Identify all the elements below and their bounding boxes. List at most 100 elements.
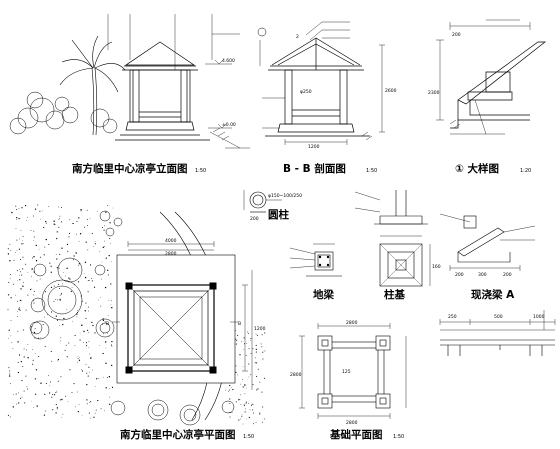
ground-cover-dot — [56, 407, 58, 409]
ground-cover-dot — [102, 333, 104, 335]
ground-cover-dot — [69, 369, 71, 371]
ground-cover-dot — [104, 240, 106, 242]
ground-cover-dot — [245, 418, 247, 420]
ground-cover-dot — [10, 297, 12, 299]
ground-cover-dot — [25, 263, 27, 265]
ground-cover-dot — [87, 218, 88, 220]
ground-cover-dot — [107, 269, 109, 271]
ground-cover-dot — [99, 297, 101, 298]
ground-cover-dot — [262, 358, 264, 360]
ground-cover-dot — [56, 258, 58, 260]
column-base-side-dim: 160 — [432, 264, 441, 270]
ground-cover-dot — [55, 404, 57, 406]
ground-cover-dot — [93, 286, 96, 288]
ground-cover-dot — [112, 207, 114, 209]
ground-cover-dot — [237, 374, 238, 376]
ground-cover-dot — [70, 290, 72, 292]
ground-cover-dot — [12, 348, 14, 349]
ground-cover-dot — [111, 364, 113, 367]
ground-cover-dot — [8, 329, 10, 331]
ground-cover-dot — [34, 328, 36, 330]
ground-cover-dot — [35, 393, 37, 395]
ground-cover-dot — [66, 309, 68, 311]
ground-cover-dot — [9, 243, 11, 245]
ground-cover-dot — [257, 388, 259, 390]
ground-cover-dot — [54, 394, 56, 396]
ground-cover-dot — [23, 348, 25, 350]
ground-cover-dot — [7, 294, 9, 296]
ground-cover-dot — [50, 286, 53, 289]
ground-cover-dot — [90, 357, 92, 359]
ground-cover-dot — [257, 368, 259, 370]
ground-cover-dot — [229, 403, 231, 404]
ground-cover-dot — [16, 239, 18, 241]
ground-cover-dot — [88, 280, 90, 282]
ground-cover-dot — [18, 308, 20, 310]
ground-cover-dot — [53, 301, 55, 303]
ground-cover-dot — [89, 217, 91, 219]
ground-cover-dot — [20, 271, 22, 273]
ground-cover-dot — [77, 361, 78, 363]
ground-cover-dot — [19, 279, 21, 281]
ground-cover-dot — [15, 393, 17, 395]
ground-cover-dot — [65, 395, 67, 397]
ground-cover-dot — [17, 361, 19, 363]
ground-cover-dot — [97, 378, 99, 379]
ground-cover-dot — [9, 416, 11, 418]
ground-cover-dot — [107, 332, 108, 334]
ground-cover-dot — [85, 364, 87, 366]
ground-cover-dot — [242, 386, 244, 388]
cast-beam-a-section — [457, 215, 511, 263]
section-bb-scale: 1:50 — [366, 168, 377, 174]
foundation-dim-mid: 125 — [342, 369, 351, 375]
roof-eave-detail — [450, 41, 547, 129]
ground-cover-dot — [61, 221, 63, 223]
ground-cover-dot — [92, 232, 94, 234]
ground-cover-dot — [86, 345, 88, 347]
ground-cover-dot — [240, 394, 241, 396]
foundation-dim-top: 2800 — [346, 320, 358, 326]
ground-cover-dot — [46, 383, 47, 384]
roof-frame-drawing — [440, 339, 555, 356]
ground-cover-dot — [72, 259, 74, 261]
ground-cover-dot — [88, 341, 90, 342]
ground-cover-dot — [96, 378, 98, 380]
ground-cover-dot — [54, 224, 56, 225]
ground-cover-dot — [78, 281, 80, 283]
ground-cover-dot — [84, 261, 87, 263]
ground-cover-dot — [235, 343, 237, 345]
cast-beam-a-title: 现浇梁 A — [471, 288, 515, 301]
ground-cover-dot — [33, 406, 34, 408]
ground-cover-dot — [56, 408, 58, 410]
ground-cover-dot — [31, 400, 32, 402]
ground-cover-dot — [10, 319, 12, 321]
ground-cover-dot — [18, 354, 21, 356]
foundation-plan-view: 2800 2800 125 2800 基础平面图 1:50 — [290, 320, 407, 441]
ground-cover-dot — [78, 359, 81, 361]
ground-cover-dot — [38, 355, 40, 358]
ground-cover-dot — [15, 228, 17, 229]
ground-cover-dot — [255, 333, 257, 335]
ground-cover-dot — [94, 385, 96, 387]
ground-cover-dot — [74, 334, 76, 336]
ground-cover-dot — [75, 252, 77, 254]
ground-cover-dot — [66, 243, 69, 246]
ground-cover-dot — [110, 261, 112, 263]
plan-title: 南方临里中心凉亭平面图 — [120, 428, 236, 441]
ground-cover-dot — [45, 238, 47, 241]
ground-cover-dot — [58, 218, 60, 220]
ground-cover-dot — [263, 377, 265, 379]
ground-cover-dot — [236, 339, 238, 341]
ground-cover-dot — [27, 216, 28, 218]
ground-cover-dot — [229, 389, 231, 391]
ground-cover-dot — [62, 413, 64, 415]
ground-cover-dot — [18, 248, 21, 250]
ground-cover-dot — [94, 332, 96, 334]
ground-cover-dot — [60, 293, 63, 295]
ground-cover-dot — [255, 351, 257, 353]
ground-cover-dot — [18, 217, 20, 220]
ground-cover-dot — [98, 299, 100, 301]
ground-cover-dot — [246, 343, 247, 345]
ground-cover-dot — [19, 269, 21, 270]
ground-cover-dot — [60, 337, 62, 339]
